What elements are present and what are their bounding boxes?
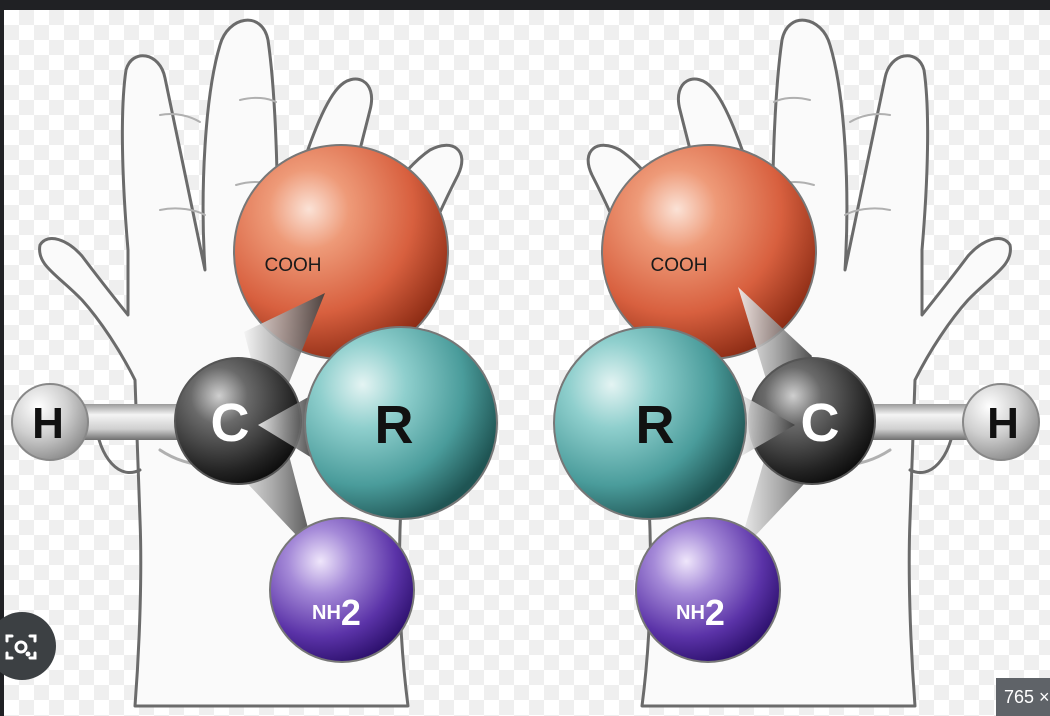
left-wedge-r [258, 395, 312, 458]
left-nh-text: NH [312, 602, 341, 624]
right-nh2-subscript: 2 [705, 592, 725, 633]
left-molecule: COOH R C H NH2 [11, 144, 498, 663]
right-wedge-r [738, 393, 795, 458]
left-nh2-subscript: 2 [341, 592, 361, 633]
viewer-top-bar [0, 0, 1050, 10]
left-nh2-atom [269, 517, 415, 663]
right-nh2-atom [635, 517, 781, 663]
camera-lens-icon [5, 634, 37, 660]
right-c-label: C [801, 393, 840, 453]
left-cooh-label: COOH [265, 255, 322, 276]
right-cooh-atom [601, 144, 817, 360]
lens-search-button[interactable] [0, 612, 56, 680]
right-molecule: COOH R C H NH2 [553, 144, 1040, 663]
right-h-label: H [987, 399, 1019, 448]
left-r-label: R [375, 395, 414, 455]
right-nh-text: NH [676, 602, 705, 624]
left-nh2-label: NH2 [312, 592, 361, 633]
left-c-label: C [211, 393, 250, 453]
right-r-label: R [636, 395, 675, 455]
right-hydrogen-atom [962, 383, 1040, 461]
right-r-atom [553, 326, 747, 520]
left-r-atom [304, 326, 498, 520]
left-hydrogen-atom [11, 383, 89, 461]
image-size-badge: 765 × [996, 678, 1050, 716]
right-nh2-label: NH2 [676, 592, 725, 633]
left-h-label: H [32, 399, 64, 448]
right-cooh-label: COOH [651, 255, 708, 276]
